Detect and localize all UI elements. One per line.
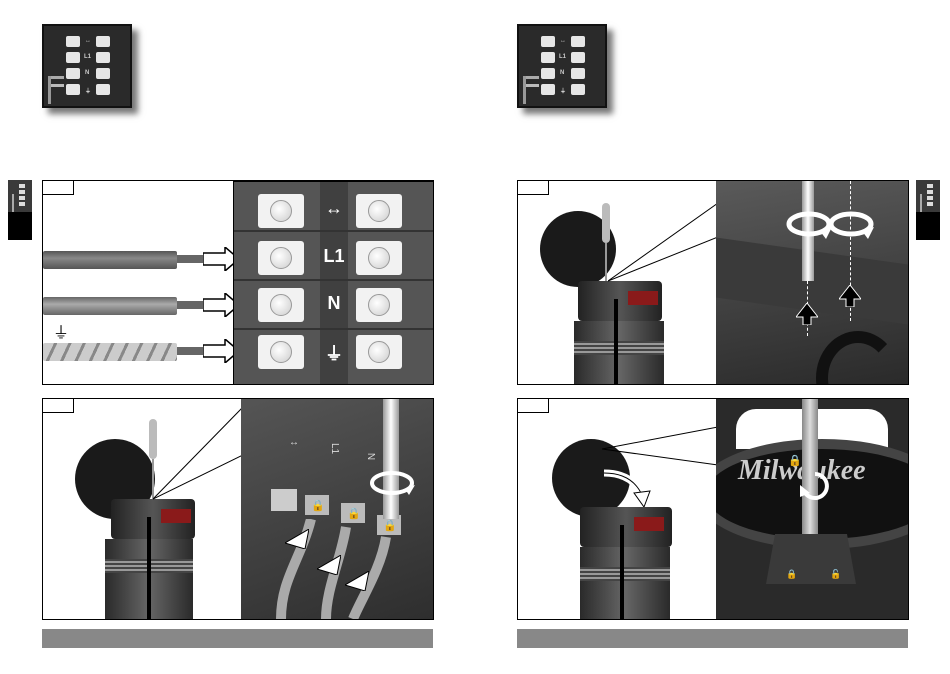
rotate-icon xyxy=(826,209,876,239)
thumb-label: L1 xyxy=(559,54,566,60)
terminal-label: ⏚ xyxy=(314,340,354,366)
mount-detail xyxy=(716,181,908,384)
cable-grommet xyxy=(816,331,900,384)
rotate-icon xyxy=(369,469,415,497)
cable-earth xyxy=(43,343,177,361)
rotate-icon xyxy=(800,471,830,501)
step-number-box xyxy=(43,399,74,413)
terminal-screw xyxy=(258,335,304,369)
caption-bar-right xyxy=(517,629,908,648)
side-tab-left xyxy=(8,180,32,240)
step-number-box xyxy=(43,181,74,195)
step-number-box xyxy=(518,181,549,195)
figure-1-wiring: ⏚ ↔ L1 N ⏚ xyxy=(42,180,434,385)
terminal-detail: ↔ L1 N 🔒 🔒 🔒 xyxy=(241,399,433,619)
caption-bar-left xyxy=(42,629,433,648)
terminal-label: N xyxy=(314,293,354,314)
thumb-label: ⏚ xyxy=(560,86,566,95)
lock-icon: 🔒 xyxy=(311,499,325,512)
lamp-body xyxy=(580,547,670,619)
terminal-screw xyxy=(258,194,304,228)
step-number-box xyxy=(518,399,549,413)
terminal-block-icon xyxy=(8,180,32,212)
terminal-screw xyxy=(258,241,304,275)
cable-blue xyxy=(43,297,177,315)
thumb-label: ⏚ xyxy=(85,86,91,95)
terminal-label: ↔ xyxy=(314,198,354,219)
figure-3-fasten xyxy=(517,180,909,385)
thumb-label: N xyxy=(85,70,89,76)
ground-symbol: ⏚ xyxy=(53,319,69,343)
lock-icon: 🔒 xyxy=(786,569,797,580)
power-cable xyxy=(620,525,624,619)
arrow-up-icon xyxy=(796,303,818,325)
terminal-screw xyxy=(356,288,402,322)
thumb-label: N xyxy=(560,70,564,76)
figure-4-close: Milwaukee 🔒 🔒 🔓 xyxy=(517,398,909,620)
header-thumbnail-right: ↔ L1 N ⏚ xyxy=(517,24,607,108)
terminal-screw xyxy=(356,335,402,369)
cap-detail: Milwaukee 🔒 🔒 🔓 xyxy=(716,399,908,619)
lock-icon: 🔒 xyxy=(788,454,802,467)
side-tab-right xyxy=(916,180,940,240)
power-cable xyxy=(614,299,618,384)
detail-label: N xyxy=(365,453,376,460)
screwdriver-shaft xyxy=(383,399,399,519)
arrow-up-icon xyxy=(285,529,309,549)
figure-2-tighten: ↔ L1 N 🔒 🔒 🔒 xyxy=(42,398,434,620)
arrow-up-icon xyxy=(839,285,861,307)
terminal-block-icon xyxy=(916,180,940,212)
terminal-screw xyxy=(258,288,304,322)
detail-label: ↔ xyxy=(289,437,299,448)
unlock-icon: 🔓 xyxy=(830,569,841,580)
thumb-label: ↔ xyxy=(560,38,566,44)
arrow-up-icon xyxy=(345,571,369,591)
cable-brown xyxy=(43,251,177,269)
thumb-label: ↔ xyxy=(85,38,91,44)
terminal-block: ↔ L1 N ⏚ xyxy=(233,181,434,385)
terminal-screw xyxy=(356,241,402,275)
power-cable xyxy=(147,517,151,619)
terminal-label: L1 xyxy=(314,246,354,267)
header-thumbnail-left: ↔ L1 N ⏚ xyxy=(42,24,132,108)
thumb-label: L1 xyxy=(84,54,91,60)
detail-label: L1 xyxy=(329,443,340,454)
arrow-up-icon xyxy=(317,555,341,575)
terminal-screw xyxy=(356,194,402,228)
